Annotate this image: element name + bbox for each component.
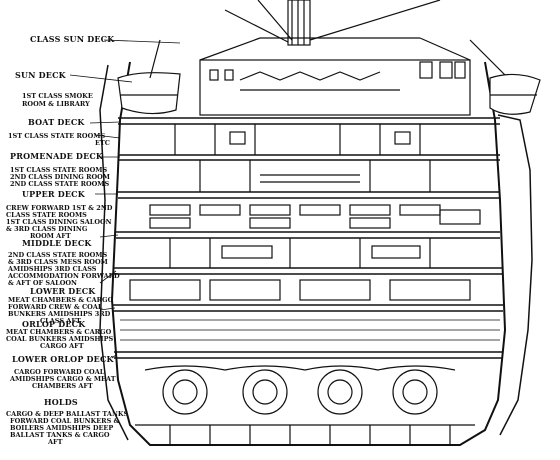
label-state-rooms-1b: ETC — [95, 139, 110, 147]
dining-saloon-tables — [149, 204, 481, 229]
sun-deck-house — [199, 37, 471, 116]
label-orlop-deck: ORLOP DECK — [22, 319, 86, 329]
label-crew-4: & 3RD CLASS DINING — [6, 225, 88, 233]
lifeboat-right — [469, 39, 541, 115]
label-lower-orlop-3: CHAMBERS AFT — [32, 382, 93, 390]
label-holds: HOLDS — [44, 397, 78, 407]
label-holds-5: AFT — [47, 438, 63, 446]
deck-labels: CLASS SUN DECK SUN DECK 1ST CLASS SMOKE … — [6, 34, 129, 446]
label-crew-2: CLASS STATE ROOMS — [6, 211, 87, 219]
label-crew-3: 1ST CLASS DINING SALOON — [6, 218, 112, 226]
label-holds-3: BOILERS AMIDSHIPS DEEP — [10, 424, 113, 432]
double-bottom — [135, 424, 475, 445]
label-lower-2: FORWARD CREW & COAL — [8, 303, 103, 311]
label-class-sun-deck: CLASS SUN DECK — [30, 34, 115, 44]
promenade-deck-cabins — [199, 160, 431, 192]
label-crew-5: ROOM AFT — [30, 232, 71, 240]
decks — [113, 117, 503, 359]
label-lower-orlop-2: AMIDSHIPS CARGO & MEAT — [9, 375, 116, 383]
label-middle-1: 2ND CLASS STATE ROOMS — [8, 251, 107, 259]
label-promenade-deck: PROMENADE DECK — [10, 151, 104, 161]
lifeboat-left — [117, 39, 181, 115]
label-state-rooms-1a: 1ST CLASS STATE ROOMS — [8, 132, 105, 140]
boat-deck-cabins — [174, 124, 421, 155]
orlop-deck — [120, 319, 500, 341]
label-sun-deck: SUN DECK — [15, 70, 67, 80]
label-boat-deck: BOAT DECK — [28, 117, 85, 127]
label-orlop-2: COAL BUNKERS AMIDSHIPS — [6, 335, 113, 343]
label-state-rooms-2a: 1ST CLASS STATE ROOMS — [10, 166, 107, 174]
label-lower-4: CLASS AFT — [40, 317, 81, 325]
label-middle-2: & 3RD CLASS MESS ROOM — [8, 258, 108, 266]
label-lower-deck: LOWER DECK — [30, 286, 96, 296]
boilers — [144, 365, 456, 415]
label-lower-orlop-deck: LOWER ORLOP DECK — [12, 354, 115, 364]
label-lower-orlop-1: CARGO FORWARD COAL — [14, 368, 105, 376]
label-lower-3: BUNKERS AMIDSHIPS 3RD — [8, 310, 111, 318]
label-middle-3: AMIDSHIPS 3RD CLASS — [7, 265, 97, 273]
label-holds-2: FORWARD COAL BUNKERS & — [10, 417, 120, 425]
middle-deck-rooms — [169, 238, 431, 268]
label-holds-4: BALLAST TANKS & CARGO — [10, 431, 110, 439]
label-crew-1: CREW FORWARD 1ST & 2ND — [6, 204, 113, 212]
label-holds-1: CARGO & DEEP BALLAST TANKS — [6, 410, 129, 418]
label-orlop-1: MEAT CHAMBERS & CARGO — [6, 328, 112, 336]
lower-deck-cargo — [129, 279, 471, 301]
label-state-rooms-2b: 2ND CLASS DINING ROOM — [10, 173, 110, 181]
hull-outline — [110, 61, 507, 446]
leader-lines — [69, 39, 181, 359]
label-state-rooms-2c: 2ND CLASS STATE ROOMS — [10, 180, 109, 188]
label-upper-deck: UPPER DECK — [22, 189, 86, 199]
label-middle-deck: MIDDLE DECK — [22, 238, 92, 248]
label-smoke-room-2: ROOM & LIBRARY — [22, 100, 90, 108]
label-smoke-room-1: 1ST CLASS SMOKE — [22, 92, 93, 100]
label-orlop-3: CARGO AFT — [40, 342, 84, 350]
label-middle-4: ACCOMMODATION FORWARD — [7, 272, 120, 280]
label-lower-1: MEAT CHAMBERS & CARGO — [8, 296, 114, 304]
label-middle-5: & AFT OF SALOON — [8, 279, 77, 287]
